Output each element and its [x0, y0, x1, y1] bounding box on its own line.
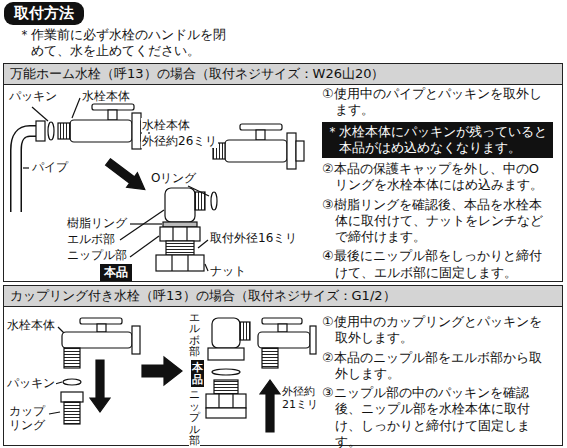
title-box: 取付方法: [4, 2, 84, 25]
part-label: ナット: [209, 264, 247, 278]
coupling: [61, 392, 83, 424]
product-elbow: [156, 188, 205, 271]
part-label: Oリング: [150, 171, 197, 185]
down-arrow: [90, 360, 110, 412]
product-elbow: [206, 318, 250, 418]
big-arrow: [142, 357, 182, 385]
box-text: 本品: [104, 265, 128, 280]
section-heading: カップリング付き水栓（呼13）の場合（取付ネジサイズ：G1/2）: [4, 286, 562, 307]
part-label: 水栓本体: [141, 118, 191, 132]
faucet-body: [213, 124, 304, 169]
step-text: ④最後にニップル部をしっかりと締付けて、エルボ部に固定します。: [322, 248, 545, 281]
part-label: パッキン: [8, 89, 58, 103]
part-label: ニップル部: [66, 248, 128, 262]
part-label: カップリング: [8, 405, 48, 433]
step-text: ①使用中のパイプとパッキンを取外します。: [322, 86, 545, 119]
section-heading: 万能ホーム水栓（呼13）の場合（取付ネジサイズ：W26山20）: [4, 64, 562, 85]
part-label: エルボ部: [189, 312, 200, 358]
part-label: パイプ: [31, 160, 69, 174]
leader-lines: [23, 98, 213, 271]
product-tag: 本品: [191, 360, 204, 387]
big-arrow: [106, 159, 145, 190]
part-label: 水栓本体: [81, 89, 131, 103]
part-label: 外径約21ミリ: [281, 386, 321, 411]
step-text: ①使用中のカップリングとパッキンを取外します。: [322, 314, 545, 347]
faucet-body: [258, 318, 316, 368]
packing: [48, 122, 54, 140]
part-label: パッキン: [6, 376, 56, 390]
step-text: ②本品の保護キャップを外し、中のOリングを水栓本体にはめ込みます。: [322, 161, 545, 194]
box-text: ＊水栓本体にパッキンが残っていると本品がはめ込めなくなります。: [326, 124, 549, 157]
step-text: ②本品のニップル部をエルボ部から取外します。: [322, 350, 545, 383]
o-ring: [211, 192, 217, 210]
box-text: 取付方法: [14, 3, 74, 23]
up-arrow: [260, 380, 280, 432]
packing: [63, 379, 81, 385]
step-text: ③ニップル部の中のパッキンを確認後、ニップル部を水栓本体に取付け、しっかりと締付…: [322, 385, 545, 448]
leader-lines: [49, 327, 64, 414]
part-label: 水栓本体: [6, 318, 56, 332]
step-text: ③樹脂リングを確認後、本品を水栓本体に取付けて、ナットをレンチなどで締付けます。: [322, 197, 545, 246]
part-label: 樹脂リング: [66, 216, 128, 230]
note-text: ＊作業前に必ず水栓のハンドルを閉めて、水を止めてください。: [18, 27, 233, 60]
warning-box: ＊水栓本体にパッキンが残っていると本品がはめ込めなくなります。: [322, 122, 553, 159]
part-label: ニップル部: [189, 389, 200, 447]
product-tag: 本品: [100, 264, 132, 281]
part-label: エルボ部: [66, 232, 116, 246]
part-label: 取付外径16ミリ: [209, 231, 298, 245]
box-text: 本品: [192, 362, 203, 385]
part-label: 外径約26ミリ: [141, 134, 218, 148]
faucet-body: [58, 104, 149, 149]
